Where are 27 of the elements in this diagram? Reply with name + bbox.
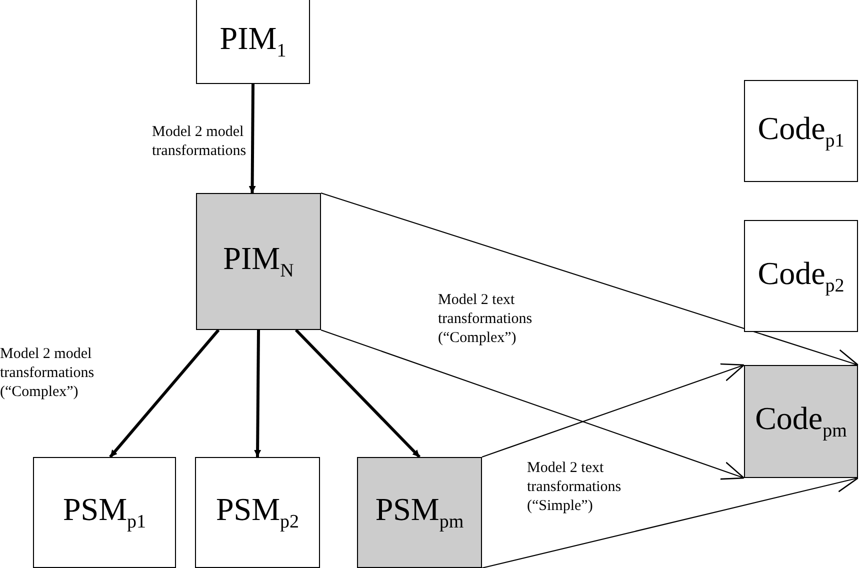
model-name: PSM$_{p2}$ <box>216 491 300 534</box>
transformation-label: Model 2 text transformations (“Simple”) <box>527 459 622 516</box>
transformation-label: Model 2 model transformations (“Complex”) <box>0 345 96 402</box>
model-name: PSM$_{pm}$ <box>375 491 464 534</box>
model-name: PSM$_{p1}$ <box>62 491 146 534</box>
highlighted-model-box <box>744 365 858 478</box>
model-box <box>33 457 176 568</box>
model-box <box>744 220 858 332</box>
highlighted-model-box <box>357 457 482 568</box>
model-name: Code$_{p1}$ <box>758 110 844 152</box>
model-name: PIM$_{1}$ <box>220 20 286 63</box>
arrow <box>294 328 421 458</box>
arrow <box>109 329 220 458</box>
arrow <box>248 84 256 194</box>
transformation-label: Model 2 model transformations <box>152 123 248 161</box>
model-name: Code$_{p2}$ <box>758 254 844 298</box>
model-name: PIM$_{N}$ <box>223 240 294 283</box>
arrow <box>320 192 859 368</box>
transformation-label: Model 2 text transformations (“Complex”) <box>438 291 534 348</box>
model-name: Code$_{pm}$ <box>755 400 847 443</box>
model-box <box>196 0 310 84</box>
highlighted-model-box <box>196 193 321 330</box>
arrow <box>320 329 745 480</box>
arrow <box>482 363 745 458</box>
model-box <box>744 80 858 182</box>
arrow <box>254 330 262 458</box>
model-box <box>195 457 320 568</box>
